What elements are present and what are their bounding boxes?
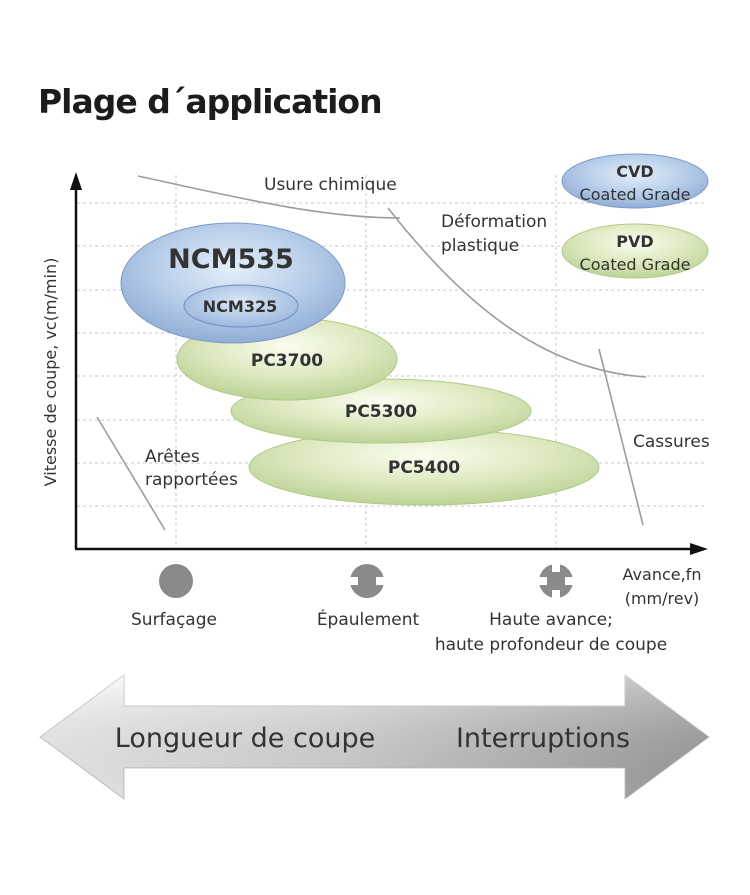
zone-boundaries bbox=[96, 175, 647, 531]
y-axis-arrowhead bbox=[70, 172, 82, 190]
pvd-legend-title: PVD bbox=[616, 232, 653, 251]
arrow-left-label: Longueur de coupe bbox=[115, 723, 375, 754]
fractures-label: Cassures bbox=[633, 432, 710, 452]
facing-icon bbox=[159, 564, 193, 598]
plastic-deformation-label-line1: Déformation bbox=[441, 212, 547, 232]
cvd-legend-ellipse bbox=[561, 153, 709, 209]
plastic-deformation-label-line2: plastique bbox=[441, 236, 519, 256]
ncm325-region bbox=[183, 284, 299, 328]
axes bbox=[70, 172, 708, 555]
x-axis-arrowhead bbox=[690, 543, 708, 555]
y-axis-label: Vitesse de coupe, vc(m/min) bbox=[41, 258, 60, 487]
shoulder-label: Épaulement bbox=[317, 608, 420, 630]
built-up-edge-label-line1: Arêtes bbox=[145, 447, 200, 467]
shoulder-icon bbox=[348, 564, 386, 598]
x-axis-label-line1: Avance,fn bbox=[623, 565, 702, 584]
high-feed-label-line1: Haute avance; bbox=[489, 610, 613, 630]
cvd-legend-title: CVD bbox=[616, 162, 653, 181]
operation-icons bbox=[159, 562, 575, 600]
pc3700-label: PC3700 bbox=[251, 351, 323, 371]
chemical-wear-boundary bbox=[137, 175, 401, 219]
pvd-legend-ellipse bbox=[561, 223, 709, 279]
double-arrow-shade bbox=[40, 675, 709, 799]
built-up-edge-boundary bbox=[96, 416, 166, 531]
grade-regions bbox=[120, 222, 600, 506]
facing-label: Surfaçage bbox=[131, 610, 217, 630]
arrow-right-label: Interruptions bbox=[456, 723, 630, 754]
page-title: Plage d´application bbox=[38, 82, 383, 121]
ncm325-label: NCM325 bbox=[203, 297, 277, 316]
pvd-legend-subtitle: Coated Grade bbox=[580, 255, 691, 274]
chemical-wear-label: Usure chimique bbox=[264, 175, 397, 195]
legend: CVD Coated Grade PVD Coated Grade bbox=[561, 153, 709, 279]
x-axis-label-line2: (mm/rev) bbox=[625, 589, 700, 608]
ncm535-label: NCM535 bbox=[168, 244, 294, 275]
high-feed-icon bbox=[537, 562, 575, 600]
cvd-legend-subtitle: Coated Grade bbox=[580, 185, 691, 204]
pc5300-label: PC5300 bbox=[345, 402, 417, 422]
high-feed-label-line2: haute profondeur de coupe bbox=[435, 635, 667, 655]
pc5400-label: PC5400 bbox=[388, 458, 460, 478]
built-up-edge-label-line2: rapportées bbox=[145, 470, 238, 490]
plastic-deformation-boundary bbox=[387, 207, 647, 378]
fractures-boundary bbox=[598, 348, 644, 526]
double-arrow: Longueur de coupe Interruptions bbox=[39, 674, 710, 800]
